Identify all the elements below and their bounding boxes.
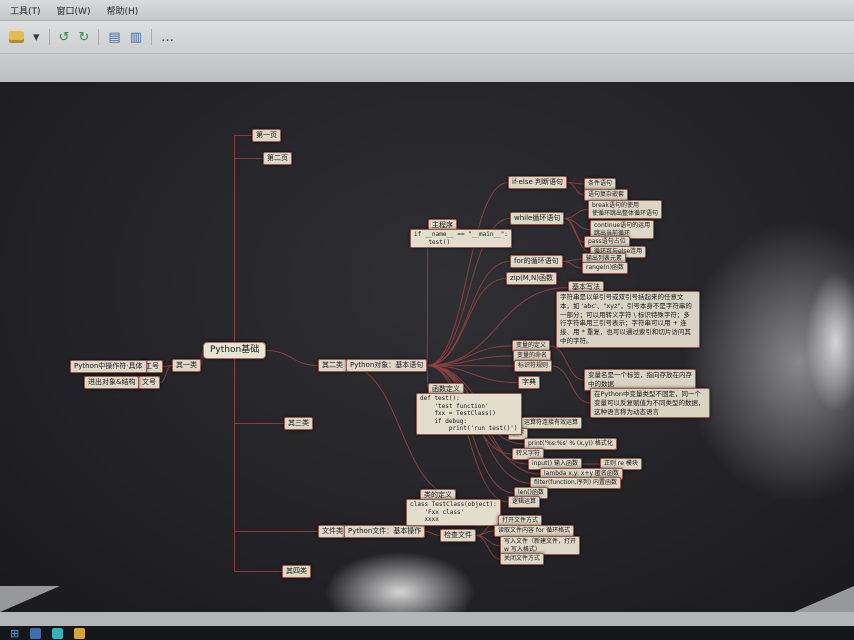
- mindmap-node-l2[interactable]: 文号: [138, 376, 160, 389]
- mindmap-node-n_for[interactable]: for的循环语句: [510, 255, 563, 268]
- chrome-gap-band: [0, 54, 854, 82]
- mindmap-node-c3[interactable]: 其三类: [284, 417, 313, 430]
- mindmap-node-n_filter[interactable]: filter(function,序列) 内置函数: [530, 477, 621, 489]
- mindmap-node-n_logic[interactable]: 逻辑运算: [508, 496, 541, 508]
- toolbar-separator: [48, 29, 50, 45]
- mindmap-node-l3[interactable]: Python中操作符·具体: [70, 360, 147, 373]
- screen-glare: [325, 552, 475, 612]
- taskbar: ⊞: [0, 626, 854, 640]
- mindmap-node-root[interactable]: Python基础: [203, 342, 267, 360]
- mindmap-node-code1[interactable]: if __name__ == "__main__": test(): [410, 229, 512, 248]
- mindmap-node-m2[interactable]: Python文件：基本操作: [344, 525, 426, 538]
- chrome-bottom-band: [0, 612, 854, 626]
- toolbar: ▾ ↺ ↻ ▤ ▥ …: [0, 21, 854, 54]
- mindmap-node-m1[interactable]: Python对象：基本语句: [346, 359, 428, 372]
- mindmap-node-n_range[interactable]: range(n)函数: [582, 262, 628, 274]
- mindmap-node-c5[interactable]: 其四类: [282, 565, 311, 578]
- mindmap-node-c2[interactable]: 其二类: [318, 359, 347, 372]
- menu-item[interactable]: 帮助(H): [106, 6, 139, 17]
- more-icon[interactable]: …: [160, 29, 174, 45]
- mindmap-node-l1[interactable]: 工号: [141, 360, 163, 373]
- mindmap-node-n_ifelse[interactable]: if-else 判断语句: [508, 176, 567, 189]
- screen-glare: [806, 272, 854, 412]
- mindmap-node-n_break[interactable]: break语句的使用 使循环跳出整体循环语句: [588, 200, 663, 219]
- mindmap-node-n_check[interactable]: 检查文件: [440, 529, 476, 542]
- export-icon[interactable]: ▥: [129, 29, 142, 45]
- taskbar-app-2[interactable]: [52, 627, 64, 639]
- mindmap-node-f4[interactable]: 关闭文件方式: [500, 553, 545, 565]
- mindmap-node-code2[interactable]: def test(): 'test function' fxx = TestCl…: [416, 393, 522, 435]
- screen-curvature: [0, 586, 60, 612]
- taskbar-app-1[interactable]: [30, 627, 42, 639]
- mindmap-node-para3[interactable]: 在Python中变量类型不固定，同一个变量可以反复赋值为不同类型的数据，这种语言…: [590, 388, 710, 419]
- mindmap-node-n_nest[interactable]: 语句复杂嵌套: [584, 189, 629, 201]
- mindmap-node-cf[interactable]: 文件类: [318, 525, 347, 538]
- mindmap-node-n_op[interactable]: 运算符连接有效运算: [520, 417, 583, 429]
- toolbar-separator: [98, 29, 100, 45]
- save-icon[interactable]: [9, 31, 24, 43]
- mindmap-node-p1[interactable]: 第一页: [252, 129, 281, 142]
- menu-item[interactable]: 窗口(W): [56, 6, 91, 17]
- menubar: 工具(T) 窗口(W) 帮助(H): [0, 0, 854, 21]
- screen-curvature: [794, 586, 854, 612]
- print-icon[interactable]: ▤: [108, 29, 121, 45]
- mindmap-node-l4[interactable]: 进出对象&结构: [84, 376, 140, 389]
- start-button[interactable]: ⊞: [10, 626, 20, 640]
- mindmap-node-para1[interactable]: 字符串是以单引号或双引号括起来的任意文本，如 'abc'、"xyz"，引号本身不…: [556, 291, 700, 348]
- mindmap-node-n_while[interactable]: while循环语句: [510, 212, 565, 225]
- mindmap-node-c1[interactable]: 其一类: [172, 359, 201, 372]
- undo-icon[interactable]: ↺: [58, 29, 70, 45]
- mindmap-node-f2[interactable]: 读取文件内容 for 循环格式: [494, 525, 575, 537]
- taskbar-app-3[interactable]: [74, 627, 86, 639]
- mindmap-node-n_print[interactable]: print('%s:%s' % (x,y)) 格式化: [524, 438, 617, 450]
- toolbar-separator: [150, 29, 152, 45]
- mindmap-node-n_ident[interactable]: 标识符规则: [514, 360, 553, 372]
- mindmap-node-code3[interactable]: class TestClass(object): 'Fxx class' xxx…: [406, 499, 501, 526]
- dropdown-caret-icon[interactable]: ▾: [33, 29, 40, 45]
- mindmap-node-p2[interactable]: 第二页: [263, 152, 292, 165]
- menu-item[interactable]: 工具(T): [10, 6, 41, 17]
- mindmap-node-n_dict[interactable]: 字典: [518, 376, 540, 389]
- mindmap-node-n_cond[interactable]: 条件语句: [584, 178, 617, 190]
- redo-icon[interactable]: ↻: [78, 29, 90, 45]
- mindmap-node-n_zip[interactable]: zip(M,N)函数: [506, 272, 558, 285]
